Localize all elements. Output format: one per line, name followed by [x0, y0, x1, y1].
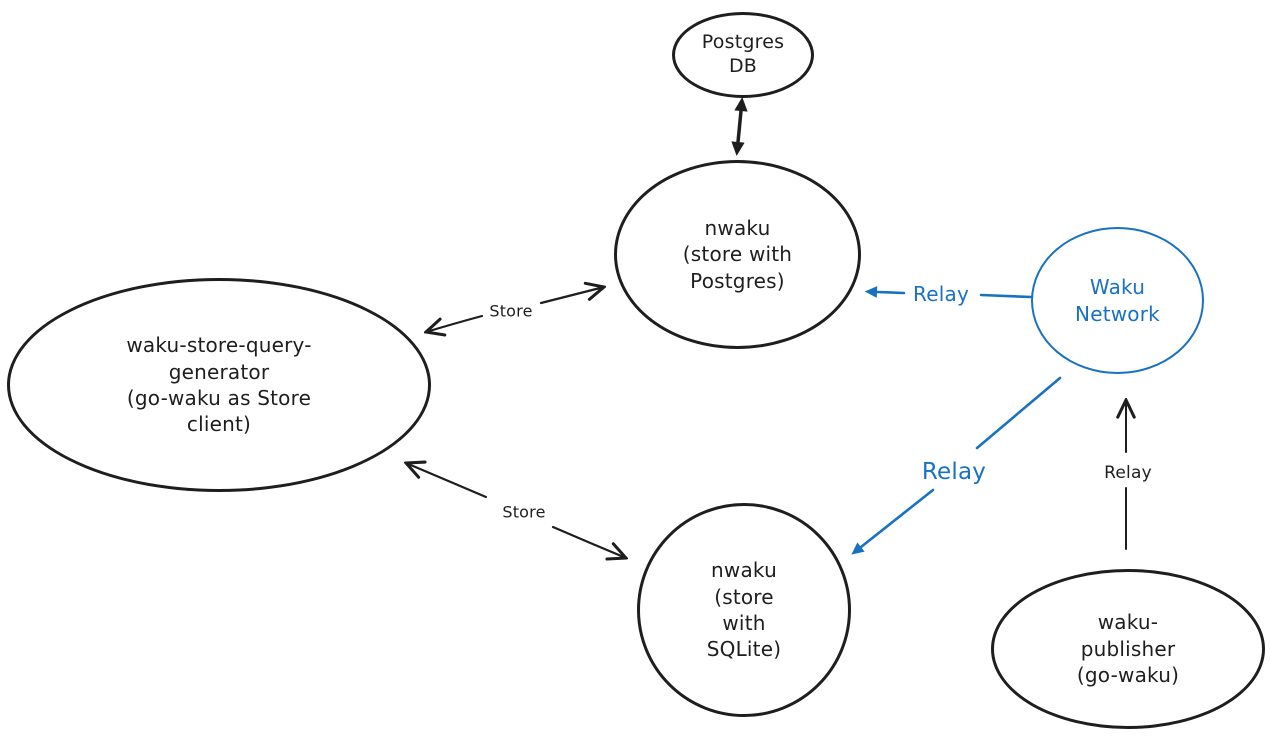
node-postgres-db: Postgres DB [672, 12, 814, 98]
arrow-relay-to-sqlite [851, 376, 1062, 555]
node-postgres-db-label: Postgres DB [701, 31, 785, 77]
arrow-db-link [731, 97, 748, 156]
node-waku-network-label: Waku Network [1075, 275, 1160, 326]
node-waku-publisher: waku- publisher (go-waku) [991, 569, 1265, 729]
arrow-store-bottom [406, 463, 626, 558]
arrow-relay-to-postgres [864, 286, 1033, 299]
edge-label-relay-from-publisher: Relay [1104, 463, 1152, 483]
edge-label-store-top: Store [489, 301, 533, 321]
edge-label-relay-to-postgres: Relay [913, 282, 969, 306]
edge-label-store-bottom: Store [502, 502, 546, 522]
arrow-store-top [426, 287, 604, 332]
node-nwaku-store-sqlite-label: nwaku (store with SQLite) [706, 558, 782, 662]
node-waku-network: Waku Network [1031, 227, 1204, 374]
node-waku-store-query-generator: waku-store-query- generator (go-waku as … [7, 278, 431, 492]
node-waku-store-query-generator-label: waku-store-query- generator (go-waku as … [126, 333, 312, 437]
node-nwaku-store-sqlite: nwaku (store with SQLite) [637, 503, 851, 717]
edge-label-relay-to-sqlite: Relay [921, 459, 987, 485]
node-nwaku-store-postgres: nwaku (store with Postgres) [614, 160, 861, 349]
node-nwaku-store-postgres-label: nwaku (store with Postgres) [682, 215, 793, 293]
node-waku-publisher-label: waku- publisher (go-waku) [1076, 610, 1180, 688]
